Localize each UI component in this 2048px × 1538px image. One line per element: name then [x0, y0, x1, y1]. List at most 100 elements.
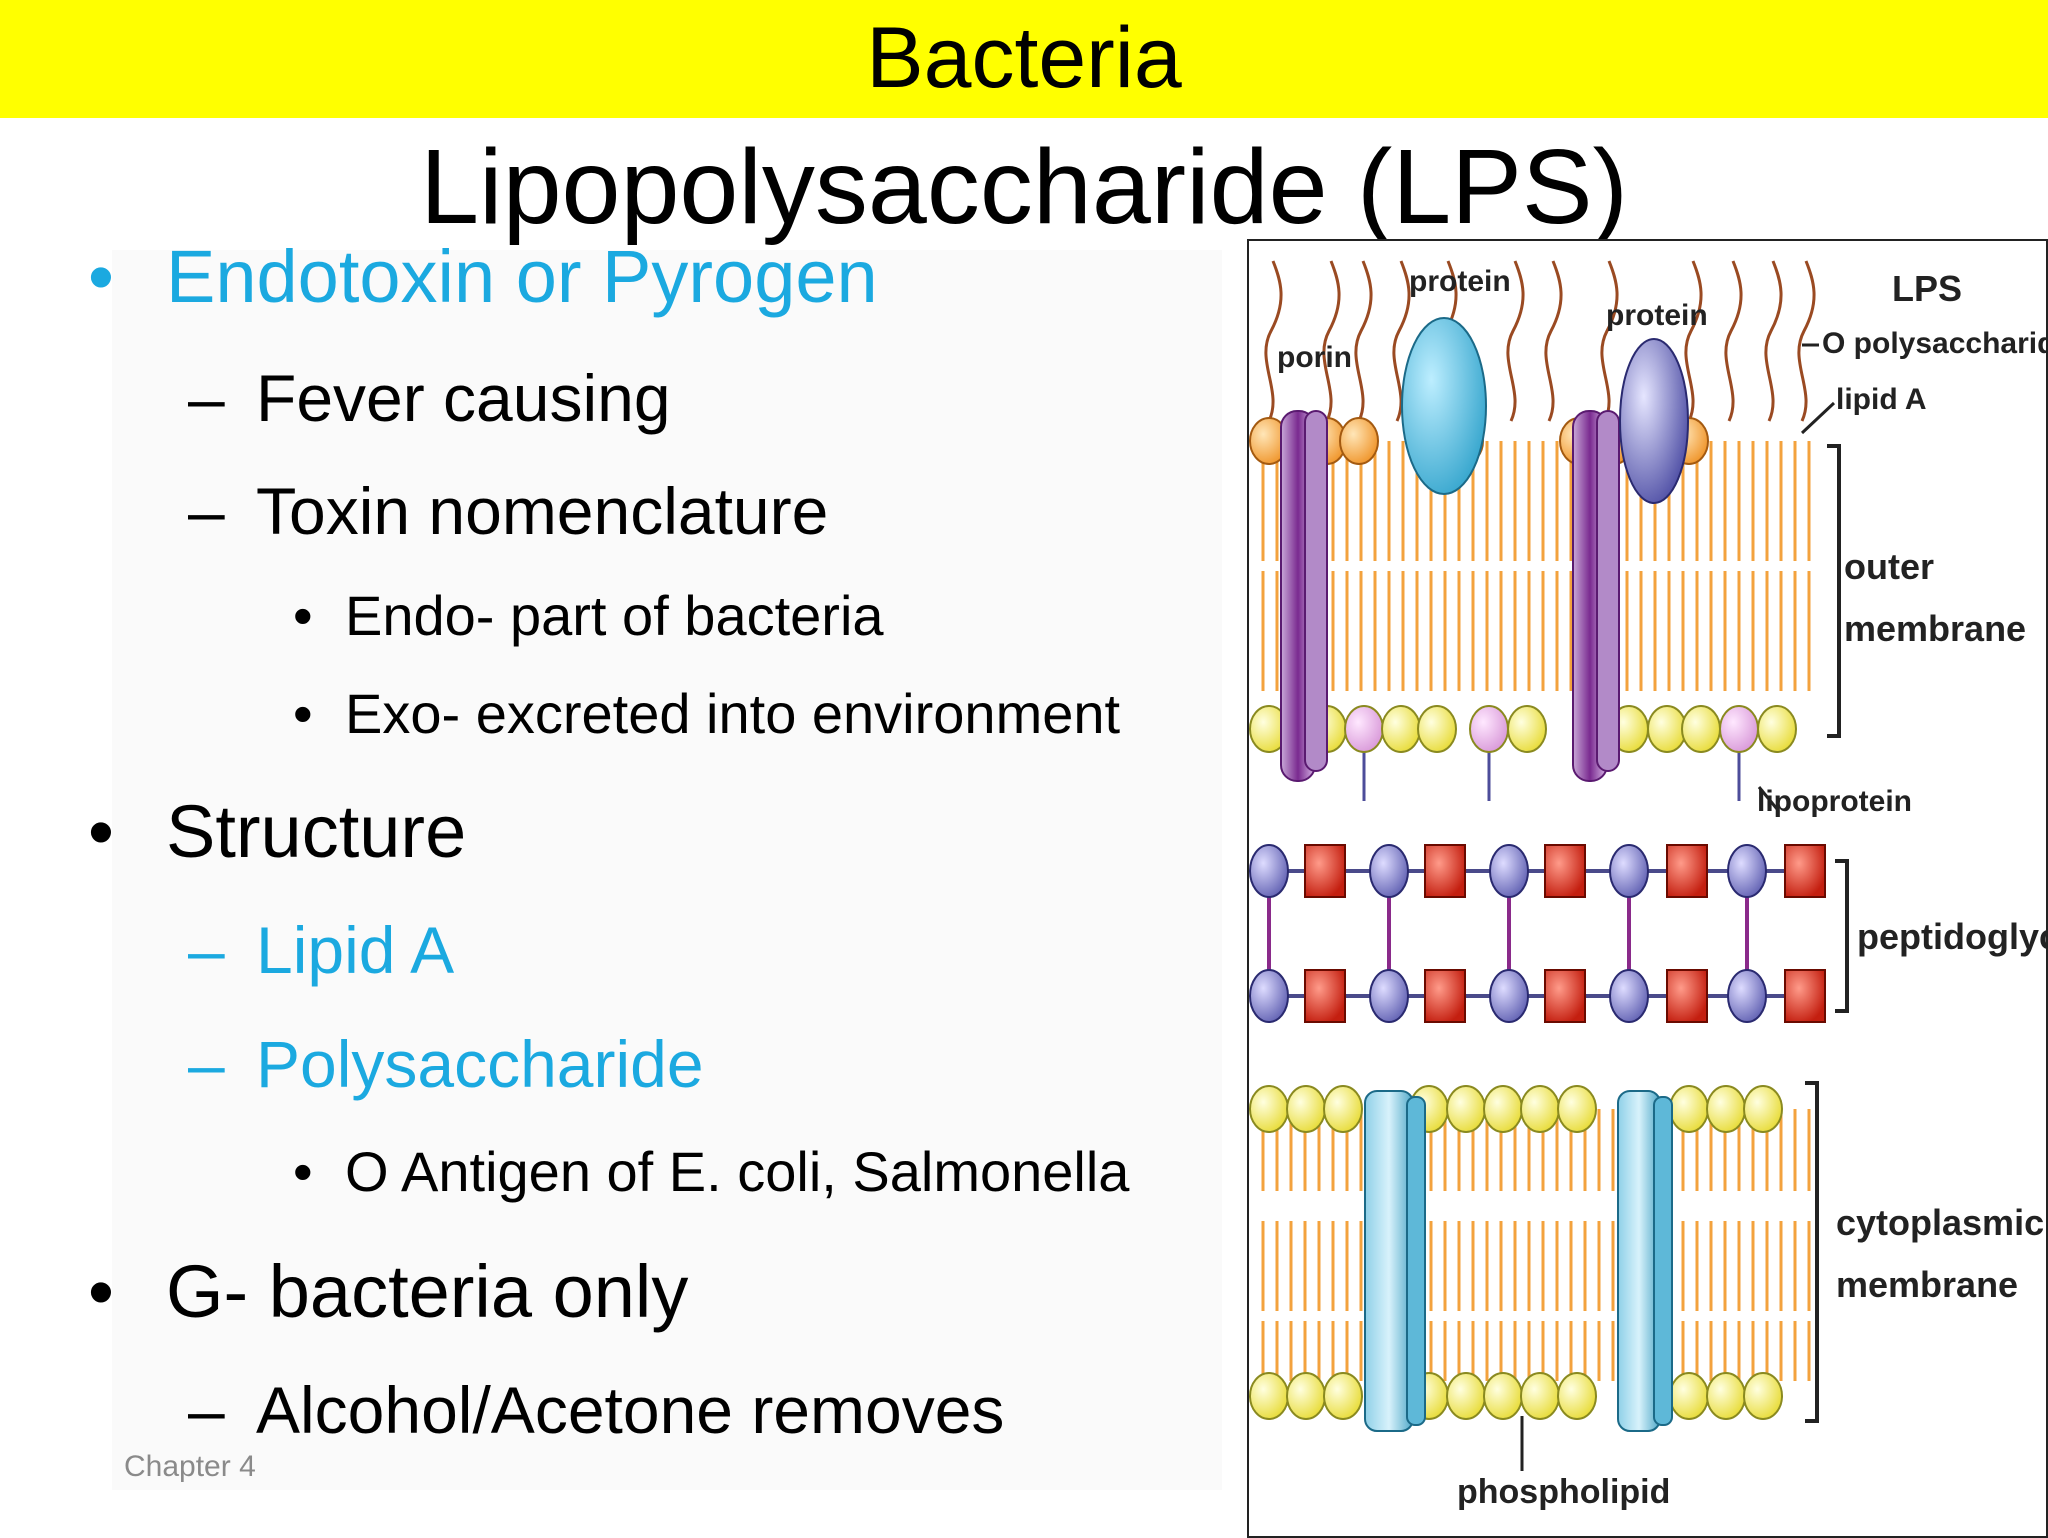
diagram-svg: porin protein protein LPS O polysacchari…	[1249, 260, 2046, 1511]
bullet-text: Toxin nomenclature	[256, 474, 829, 548]
bullet-text: Fever causing	[256, 361, 671, 435]
phospholipid-head	[1520, 1372, 1560, 1420]
lipid-tails	[1261, 441, 1811, 1381]
layer-bracket	[1827, 444, 1841, 738]
o-chain	[1684, 260, 1703, 422]
label-protein-1: protein	[1409, 265, 1511, 298]
nam-sugar	[1784, 844, 1826, 898]
outer-membrane-protein	[1401, 317, 1487, 495]
layer-bracket	[1835, 859, 1849, 1013]
o-chain	[1264, 260, 1283, 422]
o-chain	[1506, 260, 1525, 422]
nag-sugar	[1489, 844, 1529, 898]
bullet-text: Polysaccharide	[256, 1027, 704, 1101]
peptidoglycan-layer	[1249, 844, 1826, 1023]
dash-marker: –	[188, 1027, 225, 1101]
phospholipid-head	[1706, 1372, 1746, 1420]
porin-channel	[1304, 410, 1328, 772]
nam-sugar	[1424, 844, 1466, 898]
nag-sugar	[1249, 969, 1289, 1023]
phospholipid-head	[1417, 705, 1457, 753]
phospholipid-head	[1743, 1372, 1783, 1420]
dash-marker: –	[188, 913, 225, 987]
lipoprotein-head	[1469, 705, 1509, 753]
phospholipid-head	[1557, 1372, 1597, 1420]
lipoprotein-pointer	[1757, 786, 1779, 810]
lipoprotein-head	[1719, 705, 1759, 753]
phospholipid-head	[1483, 1372, 1523, 1420]
bullet-marker: •	[293, 682, 313, 745]
banner-title: Bacteria	[866, 10, 1182, 106]
nam-sugar	[1544, 969, 1586, 1023]
phospholipid-head	[1669, 1085, 1709, 1133]
lipid-a-pointer	[1800, 401, 1836, 435]
bullet-text: Endotoxin or Pyrogen	[166, 235, 878, 318]
lps-o-chains	[1264, 260, 1816, 422]
label-cytoplasmic-2: membrane	[1836, 1264, 2018, 1305]
layer-bracket	[1805, 1081, 1819, 1423]
label-o-polysaccharide: O polysaccharide	[1822, 327, 2046, 360]
label-outer-1: outer	[1844, 546, 1934, 587]
nag-sugar	[1369, 969, 1409, 1023]
bullet-marker: •	[293, 1140, 313, 1203]
phospholipid-head	[1757, 705, 1797, 753]
o-chain	[1544, 260, 1563, 422]
label-protein-2: protein	[1606, 299, 1708, 332]
cytoplasmic-membrane-protein	[1653, 1096, 1673, 1426]
bullet-text: Lipid A	[256, 913, 455, 987]
phospholipid-head	[1507, 705, 1547, 753]
phospholipid-head	[1323, 1085, 1363, 1133]
nam-sugar	[1666, 844, 1708, 898]
nag-sugar	[1369, 844, 1409, 898]
bullet-marker: •	[88, 1250, 114, 1333]
bullet-marker: •	[293, 584, 313, 647]
footer-chapter: Chapter 4	[124, 1450, 256, 1483]
bullet-text: Endo- part of bacteria	[345, 584, 884, 647]
o-chain	[1724, 260, 1743, 422]
phospholipid-head	[1743, 1085, 1783, 1133]
nam-sugar	[1784, 969, 1826, 1023]
phospholipid-head	[1381, 705, 1421, 753]
o-chain	[1354, 260, 1373, 422]
label-lipid-a: lipid A	[1836, 383, 1927, 416]
phospholipid-head	[1483, 1085, 1523, 1133]
phospholipid-head	[1323, 1372, 1363, 1420]
phospholipid-head	[1669, 1372, 1709, 1420]
phospholipid-head	[1557, 1085, 1597, 1133]
bullet-marker: •	[88, 790, 114, 873]
label-cytoplasmic-1: cytoplasmic	[1836, 1202, 2044, 1243]
dash-marker: –	[188, 1373, 225, 1447]
content-panel	[112, 250, 1222, 1490]
o-chain	[1797, 260, 1816, 422]
phospholipid-head	[1446, 1085, 1486, 1133]
bullet-text: Structure	[166, 790, 467, 873]
nam-sugar	[1424, 969, 1466, 1023]
membrane-proteins	[1280, 317, 1836, 1471]
label-outer-2: membrane	[1844, 608, 2026, 649]
nam-sugar	[1304, 969, 1346, 1023]
phospholipid-head	[1286, 1085, 1326, 1133]
lipid-a-head	[1339, 417, 1379, 465]
phospholipid-head	[1647, 705, 1687, 753]
label-phospholipid: phospholipid	[1457, 1473, 1670, 1511]
o-chain	[1322, 260, 1341, 422]
label-lps: LPS	[1892, 268, 1962, 309]
bullet-text: G- bacteria only	[166, 1250, 689, 1333]
bullet-text: O Antigen of E. coli, Salmonella	[345, 1140, 1130, 1203]
cytoplasmic-membrane-protein	[1406, 1096, 1426, 1426]
dash-marker: –	[188, 361, 225, 435]
cytoplasmic-membrane-protein	[1364, 1090, 1414, 1432]
outer-membrane-protein	[1619, 338, 1689, 504]
nam-sugar	[1544, 844, 1586, 898]
phospholipid-head	[1249, 1085, 1289, 1133]
layer-brackets	[1805, 444, 1849, 1423]
phospholipid-head	[1706, 1085, 1746, 1133]
o-chain	[1392, 260, 1411, 422]
o-chain	[1764, 260, 1783, 422]
label-lipoprotein: lipoprotein	[1757, 785, 1912, 818]
o-chain	[1600, 260, 1619, 422]
nag-sugar	[1489, 969, 1529, 1023]
nag-sugar	[1727, 969, 1767, 1023]
label-porin: porin	[1277, 341, 1352, 374]
title-banner: Bacteria	[0, 0, 2048, 118]
